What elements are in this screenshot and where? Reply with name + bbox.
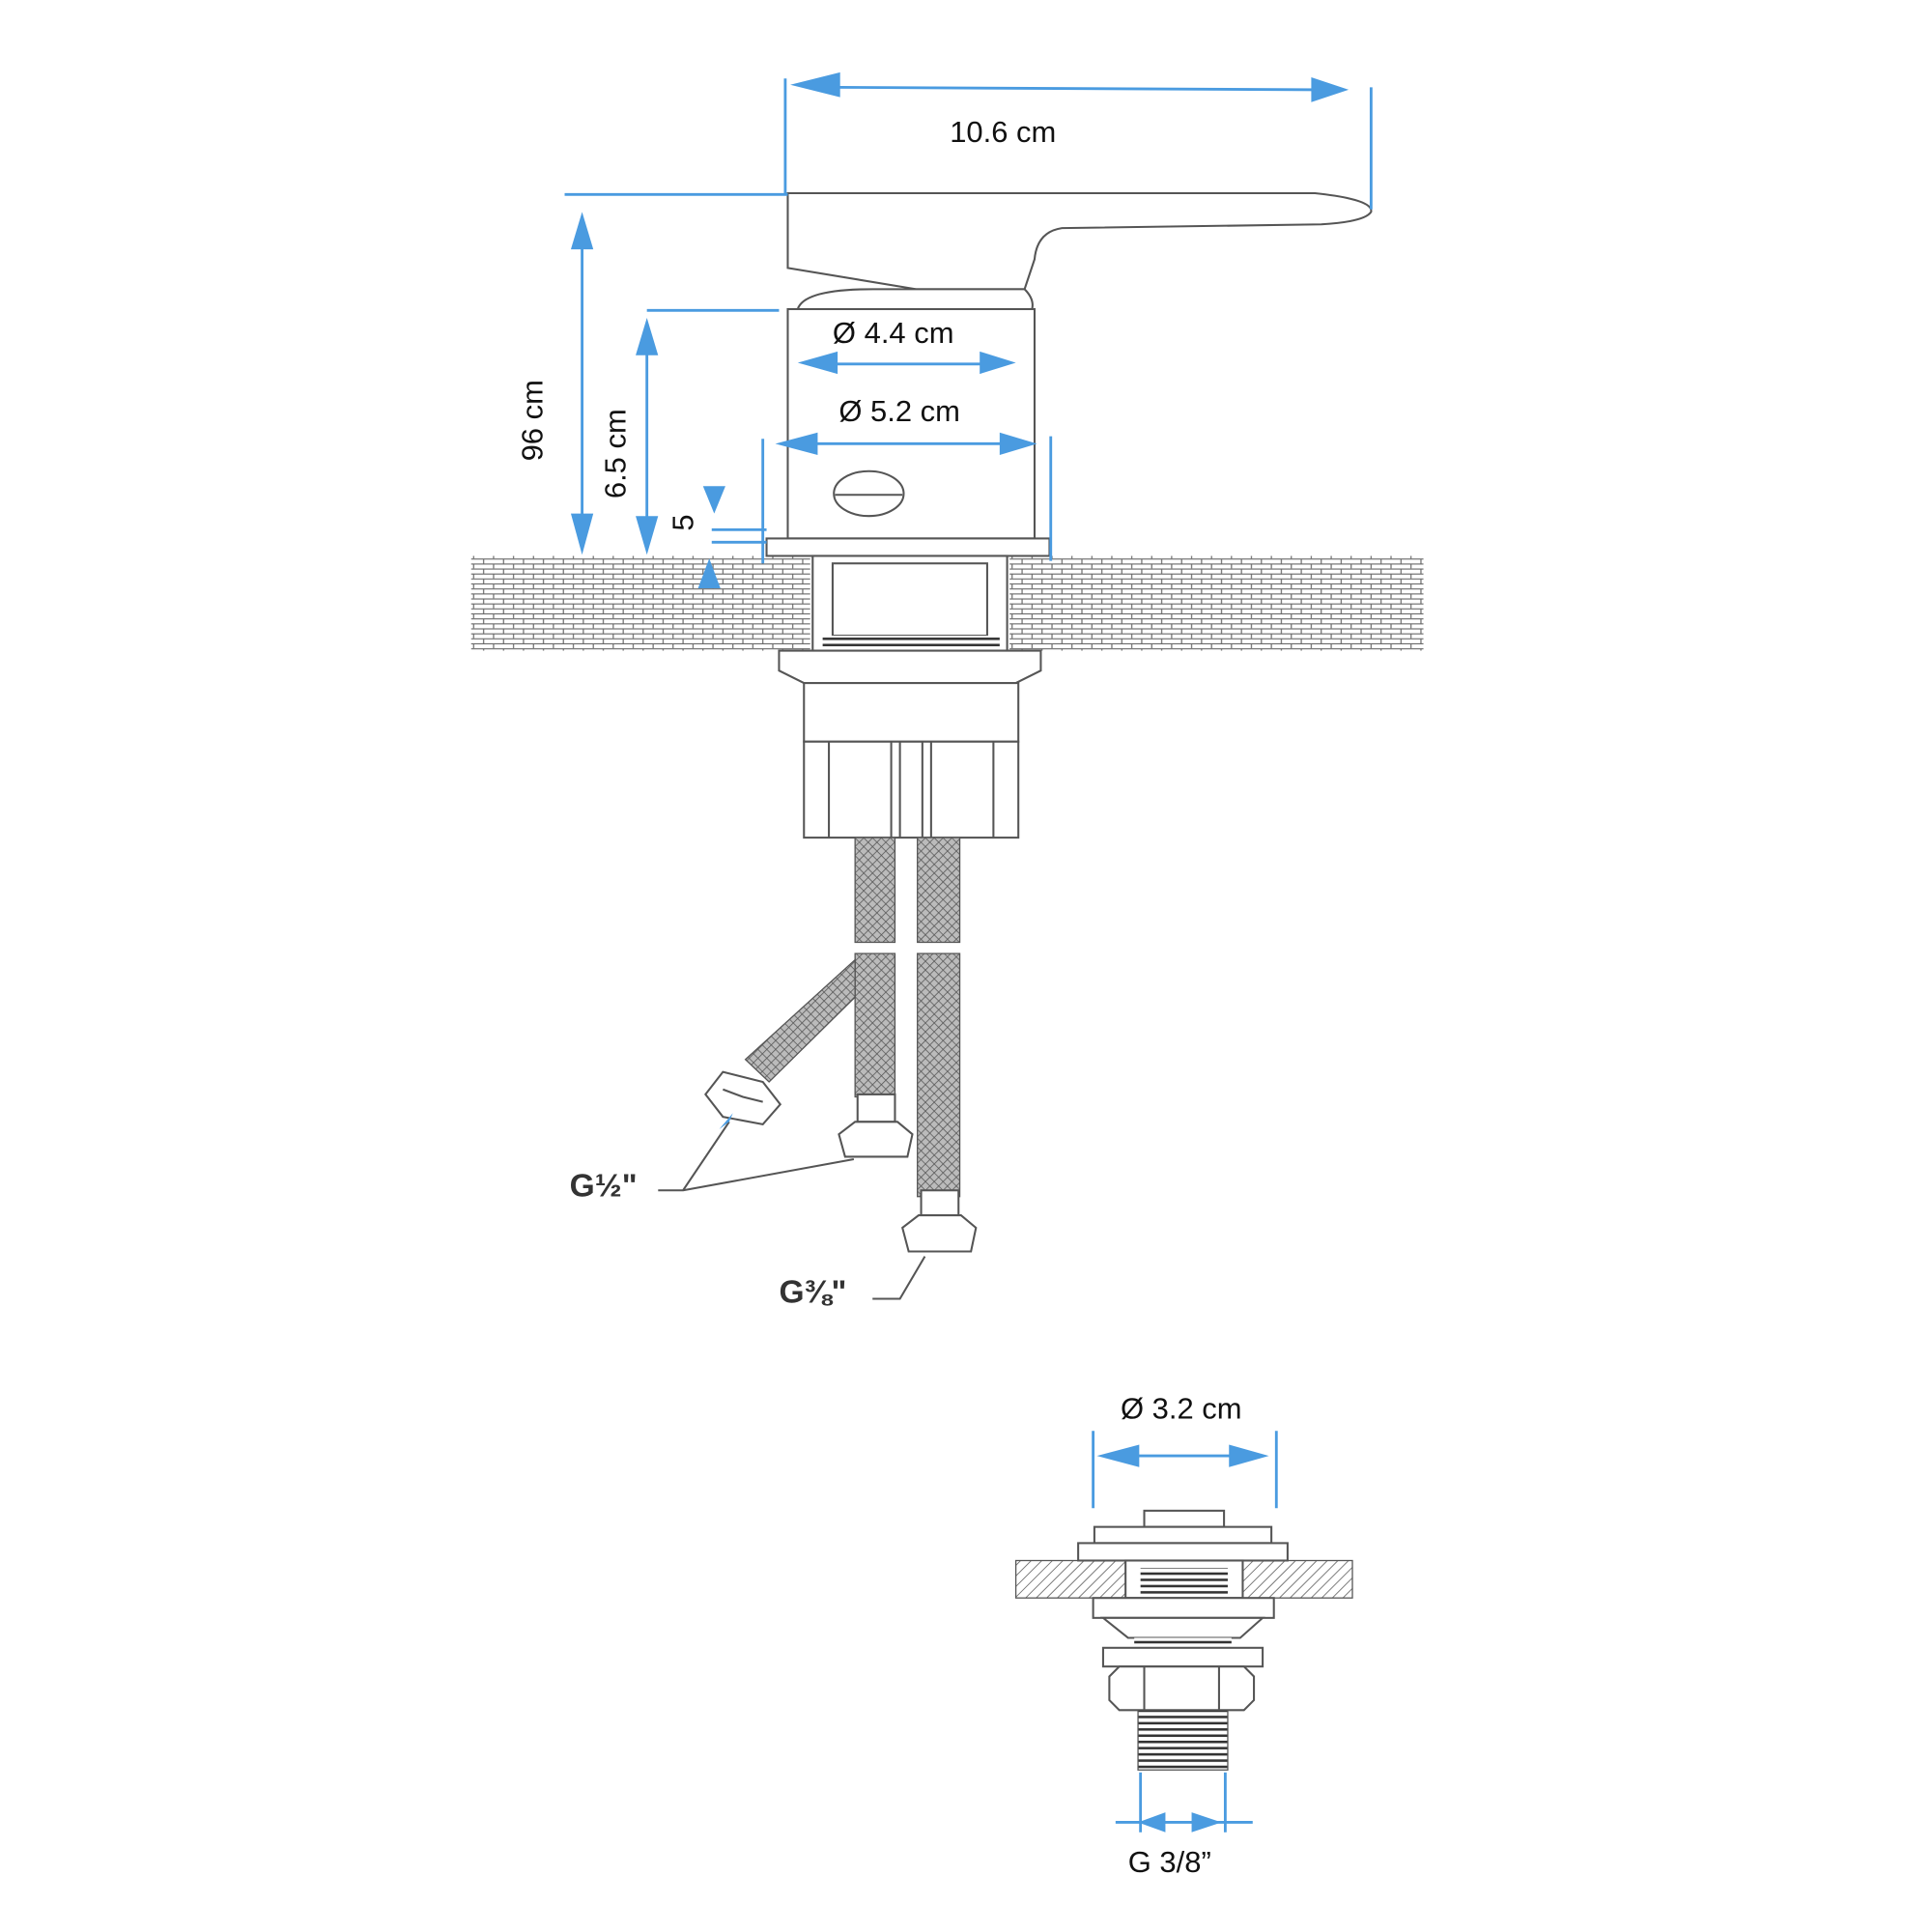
lower-body	[803, 682, 1020, 743]
detail-washer	[1101, 1646, 1264, 1668]
lower-diameter-label: Ø 5.2 cm	[838, 394, 960, 428]
upper-diameter-label: Ø 4.4 cm	[833, 316, 954, 350]
plate-thickness-dimension: 5	[666, 486, 767, 589]
hose-left	[854, 952, 896, 1098]
lock-nut	[803, 740, 1020, 839]
faucet-main-view: G½" G⅜" 10.6 cm 96 cm 6.5 c	[470, 71, 1424, 1310]
hose-nut-diagonal	[704, 1070, 782, 1125]
detail-countertop-left	[1014, 1559, 1126, 1599]
hose-upper-right	[917, 837, 961, 944]
countertop-left	[470, 555, 810, 651]
countertop-right	[1009, 555, 1424, 651]
hose-diagonal	[744, 958, 856, 1083]
width-dimension: 10.6 cm	[783, 71, 1373, 210]
hose-nut-left	[838, 1093, 914, 1158]
plate-thickness-label: 5	[666, 514, 699, 530]
faucet-body	[786, 307, 1036, 540]
body-height-dimension: 6.5 cm	[599, 308, 780, 555]
height-label: 96 cm	[515, 380, 549, 461]
detail-hex-nut	[1108, 1665, 1256, 1712]
upper-diameter-dimension: Ø 4.4 cm	[797, 316, 1016, 375]
width-label: 10.6 cm	[950, 115, 1056, 149]
aerator-slot	[833, 469, 905, 518]
detail-thread-label: G 3/8”	[1128, 1845, 1211, 1879]
hose-upper-left	[854, 837, 896, 944]
height-dimension: 96 cm	[515, 192, 788, 555]
detail-diameter-label: Ø 3.2 cm	[1121, 1391, 1242, 1425]
body-height-label: 6.5 cm	[599, 409, 633, 498]
detail-diameter-dimension: Ø 3.2 cm	[1092, 1391, 1278, 1509]
hose-right	[917, 952, 961, 1198]
drain-detail-view: Ø 3.2 cm G 3/8”	[1014, 1391, 1353, 1879]
detail-countertop-right	[1241, 1559, 1353, 1599]
hose-half-inch-label: G½"	[570, 1169, 638, 1205]
lever-handle	[786, 191, 1373, 291]
mount-thread	[822, 636, 1000, 648]
detail-thread-dimension: G 3/8”	[1115, 1772, 1253, 1879]
hose-three-eighths-label: G⅜"	[779, 1274, 846, 1310]
hose-nut-right	[901, 1189, 978, 1253]
lower-diameter-dimension: Ø 5.2 cm	[761, 394, 1053, 564]
detail-thread	[1137, 1709, 1229, 1771]
base-plate	[765, 537, 1051, 557]
body-dome	[796, 288, 1034, 311]
flange	[778, 649, 1042, 685]
